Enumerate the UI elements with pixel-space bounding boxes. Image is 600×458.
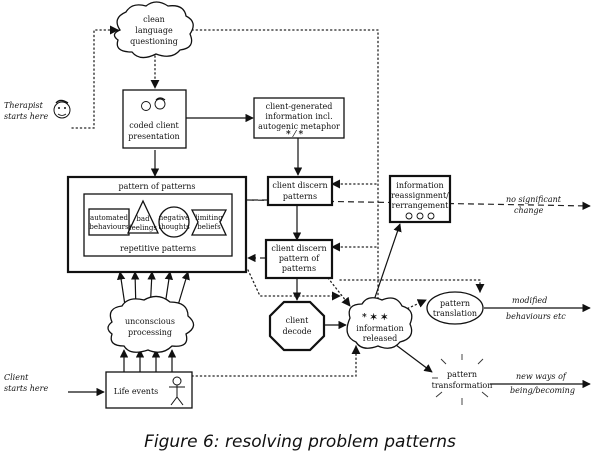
therapist-face-icon [53, 99, 71, 119]
negative-thoughts-line-2: thoughts [158, 223, 190, 231]
discern-patterns-line-1: client discern [272, 181, 327, 190]
automated-line-2: behaviours [89, 223, 129, 231]
client-generated-line-2: information incl. [265, 112, 332, 121]
limiting-beliefs-line-2: beliefs [197, 223, 221, 231]
clean-language-line-3: questioning [130, 37, 178, 46]
decode-line-1: client [286, 316, 309, 325]
automated-line-1: automated [90, 214, 128, 222]
released-line-1: information [356, 324, 403, 333]
automated-behaviours-box [88, 208, 130, 236]
connector-life-to-released [191, 345, 361, 377]
reassignment-line-3: rerrangement [392, 201, 449, 210]
connector-released-to-transformation [391, 341, 433, 373]
coded-client-line-2: presentation [128, 132, 179, 141]
pattern-of-patterns-node: pattern of patterns automated behaviours… [66, 175, 248, 274]
client-discern-pop-node: client discern pattern of patterns [264, 238, 334, 280]
modified-line-2: behaviours etc [506, 312, 566, 321]
limiting-beliefs-line-1: limiting [195, 214, 223, 222]
information-released-node: * ✶ ✶ information released [346, 297, 413, 349]
life-events-node: Life events [105, 371, 193, 409]
two-faces-icon [141, 97, 166, 111]
connector-pop-to-released [327, 277, 351, 307]
no-change-line-1: no significant [506, 195, 562, 204]
no-change-line-2: change [514, 206, 544, 215]
connector-therapist [71, 25, 119, 129]
figure-caption: Figure 6: resolving problem patterns [144, 432, 456, 452]
client-start-line-2: starts here [4, 384, 48, 393]
reassignment-line-2: reassignment/ [391, 191, 449, 200]
reassignment-line-1: information [396, 181, 443, 190]
smiley-faces-icon [405, 212, 435, 220]
discern-patterns-line-2: patterns [283, 192, 317, 201]
connector-patterns-to-translation [339, 279, 485, 293]
pattern-translation-node: pattern translation [426, 291, 484, 325]
released-line-2: released [363, 334, 398, 343]
discern-pop-line-3: patterns [282, 264, 316, 273]
stick-figure-icon [169, 376, 185, 406]
clean-language-line-2: language [135, 26, 173, 35]
client-start-line-1: Client [4, 373, 29, 382]
translation-line-2: translation [433, 309, 477, 318]
pattern-transformation-node: pattern transformation [432, 354, 493, 405]
sparkle-icon: * ⁄ * [286, 130, 303, 140]
information-reassignment-node: information reassignment/ rerrangement [388, 174, 452, 224]
therapist-line-2: starts here [4, 112, 48, 121]
unconscious-line-1: unconscious [125, 317, 175, 326]
transformation-line-1: pattern [447, 370, 477, 379]
client-generated-line-3: autogenic metaphor [258, 122, 340, 131]
decode-line-2: decode [282, 327, 311, 336]
negative-thoughts-circle [158, 206, 190, 238]
life-events-label: Life events [114, 387, 159, 396]
transformation-line-2: transformation [432, 381, 493, 390]
client-discern-patterns-node: client discern patterns [266, 175, 334, 207]
clean-language-node: clean language questioning [113, 1, 194, 59]
client-start: Client starts here [4, 373, 48, 393]
modified-line-1: modified [512, 296, 547, 305]
pattern-of-patterns-label: pattern of patterns [118, 182, 195, 191]
bad-feelings-line-1: bad [136, 215, 150, 223]
therapist-start: Therapist starts here [4, 99, 71, 121]
clean-language-line-1: clean [143, 15, 165, 24]
repetitive-patterns-label: repetitive patterns [120, 244, 196, 253]
connector-clean-to-released [191, 29, 383, 311]
therapist-line-1: Therapist [4, 101, 44, 110]
limiting-beliefs-shape [190, 209, 228, 236]
discern-pop-line-1: client discern [271, 244, 326, 253]
new-ways-line-1: new ways of [516, 372, 568, 381]
unconscious-line-2: processing [128, 328, 172, 337]
connector-repetitive-to-released [247, 269, 341, 301]
negative-thoughts-line-1: negative [159, 214, 189, 222]
client-decode-node: client decode [268, 300, 326, 352]
new-ways-line-2: being/becoming [510, 386, 575, 395]
discern-pop-line-2: pattern of [279, 254, 320, 263]
coded-client-line-1: coded client [129, 121, 179, 130]
coded-client-node: coded client presentation [122, 89, 187, 149]
unconscious-processing-node: unconscious processing [107, 295, 195, 353]
released-sparkle-icon: * ✶ ✶ [362, 313, 388, 323]
client-generated-node: client-generated information incl. autog… [253, 97, 345, 140]
bad-feelings-triangle [126, 199, 160, 234]
client-generated-line-1: client-generated [266, 102, 333, 111]
translation-line-1: pattern [440, 299, 470, 308]
bad-feelings-line-2: feelings [129, 224, 157, 232]
